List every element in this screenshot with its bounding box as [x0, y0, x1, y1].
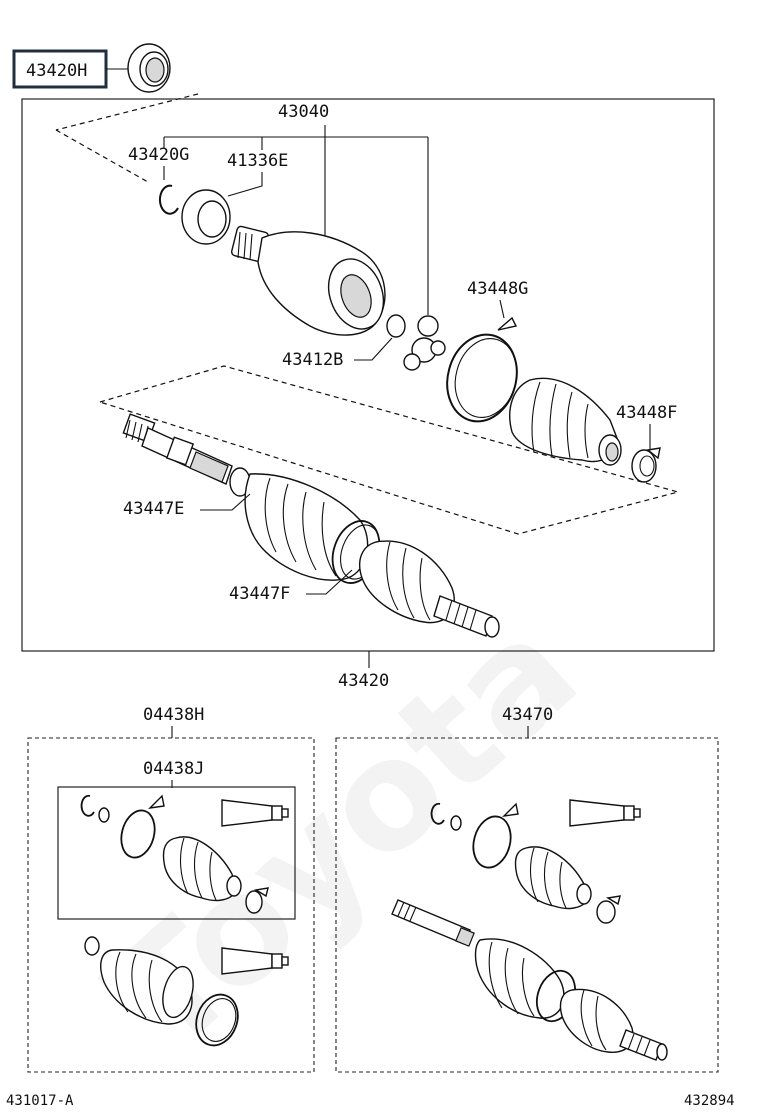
leader-43447e	[200, 493, 251, 511]
small-clamp-icon	[245, 890, 263, 914]
boot-icon	[162, 836, 237, 902]
part-label-43470: 43470	[502, 705, 553, 725]
clamp-band-icon	[120, 809, 156, 859]
part-label-04438h: 04438H	[143, 705, 204, 725]
part-label-43040: 43040	[278, 102, 329, 122]
snap-ring-43420g[interactable]	[158, 184, 179, 215]
kit-04438j-parts[interactable]	[80, 794, 289, 914]
part-43420h-group[interactable]: 43420H	[12, 43, 199, 183]
leader-43448g	[499, 299, 505, 319]
bracket-43040	[163, 125, 429, 315]
kit-box-04438j	[57, 786, 296, 920]
leader-41336e	[227, 172, 263, 197]
kit-04438h-parts[interactable]	[84, 936, 289, 1051]
part-label-43420g: 43420G	[128, 145, 189, 165]
kit-box-04438h	[27, 737, 315, 1073]
assembly-43470-parts[interactable]	[391, 799, 668, 1061]
leader-43412b	[354, 337, 393, 361]
dashed-subassembly-outline	[97, 365, 681, 535]
inboard-boot[interactable]	[509, 377, 622, 466]
footer-left-code: 431017-A	[6, 1093, 74, 1109]
part-label-43448g: 43448G	[467, 279, 528, 299]
dashed-link-43420h	[55, 93, 199, 131]
drive-shaft-assembly[interactable]	[122, 413, 500, 638]
oil-seal-43420h[interactable]	[127, 43, 171, 93]
part-label-43420: 43420	[338, 671, 389, 691]
part-label-43448f: 43448F	[616, 403, 677, 423]
ring-icon	[84, 936, 100, 956]
part-label-41336e: 41336E	[227, 151, 288, 171]
leader-43447f	[306, 569, 353, 595]
part-label-43447e: 43447E	[123, 499, 184, 519]
part-label-04438j: 04438J	[143, 759, 204, 779]
outer-cv-joint-43040[interactable]	[230, 225, 393, 337]
seal-ring-41336e[interactable]	[181, 189, 231, 245]
boot-clamp-43448f[interactable]	[631, 447, 661, 483]
part-label-43412b: 43412B	[282, 350, 343, 370]
part-label-43420h: 43420H	[26, 61, 87, 81]
part-label-43447f: 43447F	[229, 584, 290, 604]
boot-clamp-43448g[interactable]	[438, 316, 526, 429]
snap-ring-icon	[80, 794, 95, 817]
clamp-ring-icon	[195, 993, 239, 1047]
tripod-joint[interactable]	[386, 314, 446, 371]
footer-right-code: 432894	[684, 1093, 735, 1109]
small-ring-icon	[98, 807, 110, 823]
assembly-box-43420	[21, 98, 715, 652]
assembly-box-43470	[335, 737, 719, 1073]
part-43420h-highlight-box[interactable]	[12, 49, 108, 89]
